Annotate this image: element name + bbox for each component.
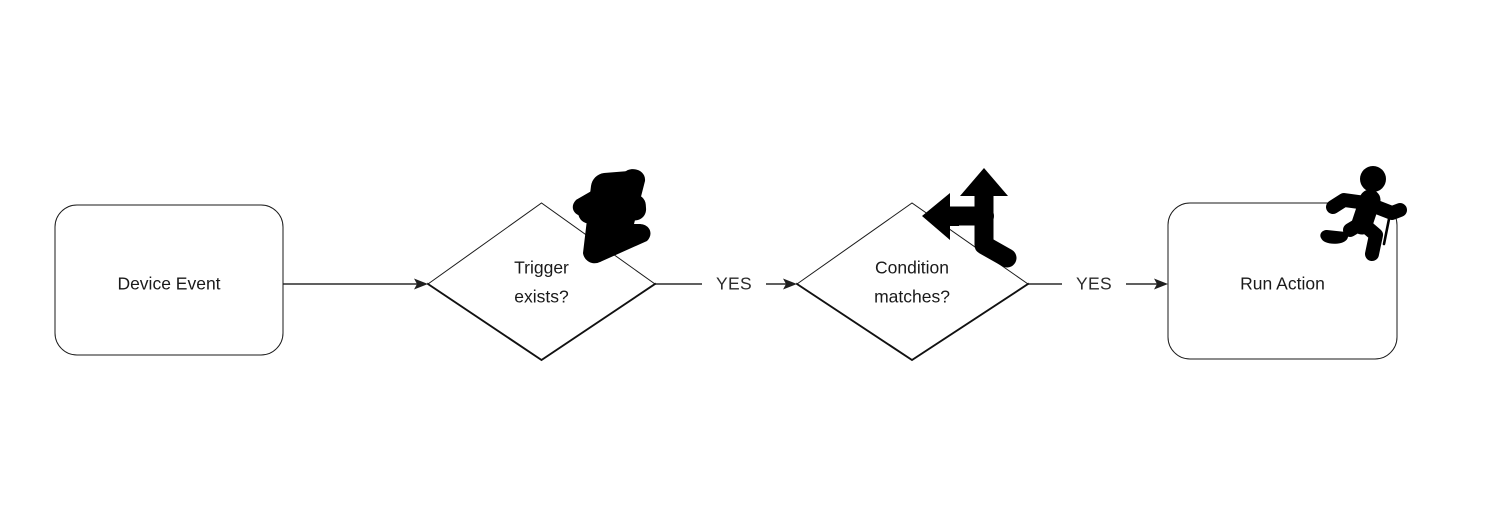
edge-label-yes-2: YES [1076, 274, 1112, 294]
running-person-icon [1320, 166, 1407, 261]
node-run-action[interactable]: Run Action [1167, 202, 1398, 360]
trigger-diamond-upper-edges[interactable] [427, 202, 656, 285]
run-action-shape[interactable] [1167, 202, 1398, 360]
lightning-bolt-icon [572, 169, 651, 264]
edge-device-event-to-trigger [283, 278, 428, 290]
node-device-event[interactable]: Device Event [54, 204, 284, 356]
arrow-head-icon [783, 278, 797, 290]
trigger-label-line-2: exists? [514, 287, 569, 307]
arrow-head-icon [414, 278, 428, 290]
condition-diamond-lower-edges[interactable] [795, 282, 1030, 362]
node-condition-matches[interactable]: Condition matches? [795, 202, 1030, 362]
edge-label-yes-1: YES [716, 274, 752, 294]
trigger-diamond-fill [428, 203, 655, 360]
fork-left-arrow-head [922, 193, 959, 240]
fork-up-arrow-head [960, 168, 1008, 205]
arrow-head-icon [1154, 278, 1168, 290]
device-event-shape[interactable] [54, 204, 284, 356]
trigger-label-line-1: Trigger [514, 258, 569, 278]
edge-trigger-to-condition: YES [655, 274, 797, 294]
lightning-bolt-body [583, 170, 645, 263]
runner-head [1360, 166, 1386, 192]
run-action-label: Run Action [1240, 274, 1325, 294]
condition-label-line-2: matches? [874, 287, 950, 307]
runner-front-arm [1367, 199, 1407, 220]
edge-condition-to-run-action: YES [1028, 274, 1168, 294]
trigger-diamond-lower-edges[interactable] [426, 282, 657, 362]
fork-joint [974, 206, 994, 226]
runner-rear-arm [1326, 193, 1373, 214]
runner-front-leg [1355, 216, 1383, 261]
runner-rear-leg [1343, 217, 1367, 237]
runner-motion-line [1382, 212, 1392, 246]
device-event-label: Device Event [117, 274, 220, 294]
branch-fork-icon [922, 168, 1017, 268]
node-trigger-exists[interactable]: Trigger exists? [426, 202, 657, 362]
runner-trailing-foot [1320, 230, 1349, 244]
condition-label-line-1: Condition [875, 258, 949, 278]
